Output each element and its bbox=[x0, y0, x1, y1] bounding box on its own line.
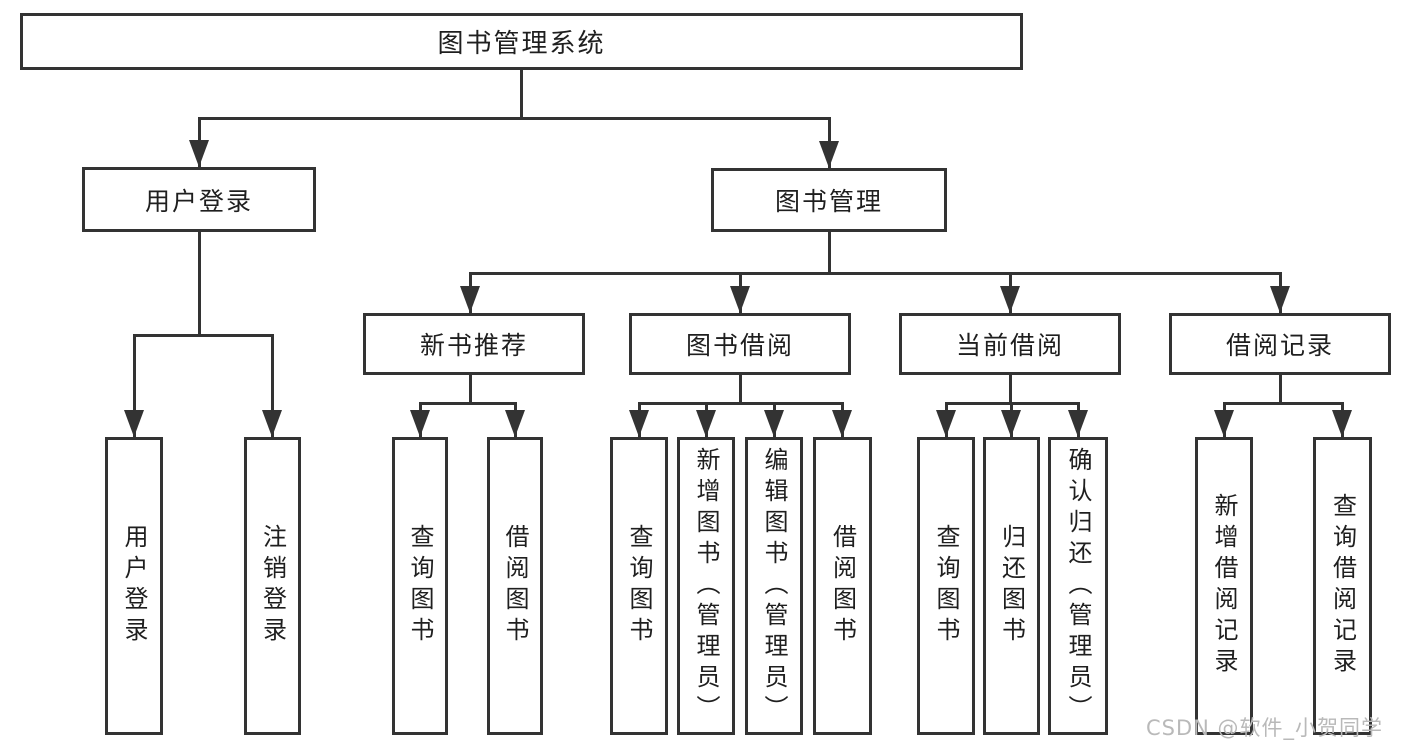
arrowhead-icon bbox=[262, 410, 282, 437]
node-label-leaf-query-record: 查询借阅记录 bbox=[1328, 493, 1357, 679]
arrowhead-icon bbox=[1001, 410, 1021, 437]
node-label-leaf-borrow-book-2: 借阅图书 bbox=[828, 524, 857, 648]
node-leaf-query-book-3: 查询图书 bbox=[917, 437, 975, 735]
arrowhead-icon bbox=[629, 410, 649, 437]
arrowhead-icon bbox=[696, 410, 716, 437]
arrowhead-icon bbox=[1270, 286, 1290, 313]
arrowhead-icon bbox=[410, 410, 430, 437]
node-label-leaf-add-record: 新增借阅记录 bbox=[1210, 493, 1238, 679]
arrowhead-icon bbox=[189, 140, 209, 167]
connector-line bbox=[827, 230, 831, 275]
node-leaf-query-record: 查询借阅记录 bbox=[1313, 437, 1372, 735]
connector-line bbox=[197, 116, 831, 120]
connector-line bbox=[468, 373, 472, 405]
node-leaf-confirm-return: 确认归还（管理员） bbox=[1048, 437, 1108, 735]
node-leaf-edit-book: 编辑图书（管理员） bbox=[745, 437, 803, 735]
node-leaf-borrow-book-1: 借阅图书 bbox=[487, 437, 543, 735]
node-label-borrowing-records: 借阅记录 bbox=[1225, 331, 1334, 360]
connector-line bbox=[468, 271, 1282, 275]
node-new-book-recommend: 新书推荐 bbox=[363, 313, 585, 375]
csdn-watermark: CSDN @软件_小贺同学 bbox=[1146, 716, 1384, 740]
node-label-user-login: 用户登录 bbox=[144, 186, 253, 216]
node-borrowing-records: 借阅记录 bbox=[1169, 313, 1391, 375]
arrowhead-icon bbox=[1214, 410, 1234, 437]
node-label-book-borrowing: 图书借阅 bbox=[685, 331, 794, 360]
connector-line bbox=[270, 333, 274, 439]
connector-line bbox=[132, 333, 274, 337]
node-label-leaf-return-book: 归还图书 bbox=[997, 524, 1026, 648]
node-current-borrowing: 当前借阅 bbox=[899, 313, 1121, 375]
node-label-book-management: 图书管理 bbox=[774, 187, 883, 216]
node-label-root: 图书管理系统 bbox=[437, 29, 606, 59]
node-label-leaf-borrow-book-1: 借阅图书 bbox=[501, 524, 529, 648]
connector-line bbox=[1008, 373, 1012, 405]
arrowhead-icon bbox=[819, 141, 839, 168]
arrowhead-icon bbox=[505, 410, 525, 437]
node-label-leaf-add-book: 新增图书（管理员） bbox=[692, 446, 720, 726]
node-leaf-return-book: 归还图书 bbox=[983, 437, 1040, 735]
arrowhead-icon bbox=[936, 410, 956, 437]
arrowhead-icon bbox=[730, 286, 750, 313]
node-leaf-query-book-2: 查询图书 bbox=[610, 437, 668, 735]
node-leaf-borrow-book-2: 借阅图书 bbox=[813, 437, 872, 735]
node-book-borrowing: 图书借阅 bbox=[629, 313, 851, 375]
connector-line bbox=[738, 373, 742, 405]
node-label-current-borrowing: 当前借阅 bbox=[955, 331, 1064, 360]
arrowhead-icon bbox=[460, 286, 480, 313]
arrowhead-icon bbox=[832, 410, 852, 437]
connector-line bbox=[1222, 401, 1344, 405]
node-label-leaf-query-book-3: 查询图书 bbox=[932, 524, 960, 648]
node-leaf-add-record: 新增借阅记录 bbox=[1195, 437, 1253, 735]
arrowhead-icon bbox=[1000, 286, 1020, 313]
node-leaf-query-book-1: 查询图书 bbox=[392, 437, 448, 735]
node-label-leaf-user-login: 用户登录 bbox=[120, 524, 148, 648]
node-root: 图书管理系统 bbox=[20, 13, 1023, 70]
connector-line bbox=[418, 401, 517, 405]
arrowhead-icon bbox=[1068, 410, 1088, 437]
connector-line bbox=[132, 333, 136, 439]
connector-line bbox=[1278, 373, 1282, 405]
connector-line bbox=[519, 68, 523, 120]
node-label-leaf-confirm-return: 确认归还（管理员） bbox=[1064, 446, 1092, 726]
arrowhead-icon bbox=[124, 410, 144, 437]
node-user-login: 用户登录 bbox=[82, 167, 316, 232]
node-label-leaf-query-book-1: 查询图书 bbox=[406, 524, 434, 648]
connector-line bbox=[637, 401, 844, 405]
node-label-new-book-recommend: 新书推荐 bbox=[419, 331, 528, 360]
node-book-management: 图书管理 bbox=[711, 168, 947, 232]
node-label-leaf-logout: 注销登录 bbox=[258, 524, 287, 648]
connector-line bbox=[197, 230, 201, 337]
node-label-leaf-query-book-2: 查询图书 bbox=[625, 524, 653, 648]
node-label-leaf-edit-book: 编辑图书（管理员） bbox=[760, 446, 788, 726]
node-leaf-add-book: 新增图书（管理员） bbox=[677, 437, 735, 735]
arrowhead-icon bbox=[1332, 410, 1352, 437]
node-leaf-user-login: 用户登录 bbox=[105, 437, 163, 735]
arrowhead-icon bbox=[764, 410, 784, 437]
node-leaf-logout: 注销登录 bbox=[244, 437, 301, 735]
